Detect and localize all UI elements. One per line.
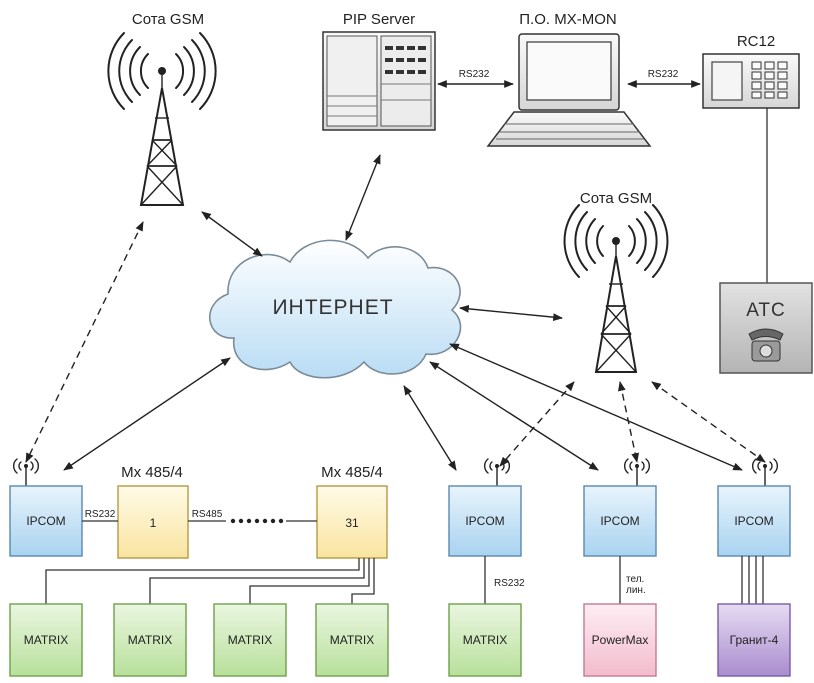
gsm-tower-icon-right [563, 204, 669, 373]
ipcom-box-1: IPCOM [9, 485, 83, 557]
matrix-box-3: MATRIX [213, 603, 287, 677]
mx-left-label: Mx 485/4 [121, 464, 183, 481]
mx-right-label: Mx 485/4 [321, 464, 383, 481]
granit-label: Гранит-4 [730, 633, 779, 647]
matrix-box-2: MATRIX [113, 603, 187, 677]
pip-server-label: PIP Server [343, 11, 415, 28]
antenna-icon-2 [484, 458, 510, 486]
matrix-label-4: MATRIX [330, 633, 374, 647]
mx-box-1: 1 [117, 485, 189, 559]
internet-label: ИНТЕРНЕТ [272, 296, 393, 319]
matrix-box-1: MATRIX [9, 603, 83, 677]
atc-box: АТС [719, 282, 813, 374]
mx-mon-label: П.О. MX-MON [519, 11, 616, 28]
ipcom-box-4: IPCOM [717, 485, 791, 557]
telephone-icon [748, 328, 784, 362]
cloud-icon: ИНТЕРНЕТ [209, 239, 462, 379]
control-panel-icon [702, 53, 800, 109]
mx-box-31-label: 31 [345, 516, 359, 530]
powermax-label: PowerMax [592, 633, 649, 647]
antenna-icon-3 [624, 458, 650, 486]
mx-box-1-label: 1 [150, 516, 157, 530]
ipcom-label-4: IPCOM [734, 514, 773, 528]
ipcom-box-3: IPCOM [583, 485, 657, 557]
matrix-box-4: MATRIX [315, 603, 389, 677]
ipcom-label-2: IPCOM [465, 514, 504, 528]
matrix-label-1: MATRIX [24, 633, 68, 647]
tel-line-label-1: тел. [626, 574, 644, 585]
matrix-label-5: MATRIX [463, 633, 507, 647]
rs485-link-label: RS485 [192, 509, 223, 520]
powermax-box: PowerMax [583, 603, 657, 677]
ipcom-label-1: IPCOM [26, 514, 65, 528]
continuation-dots [230, 518, 284, 524]
server-icon [322, 31, 436, 131]
tel-line-label-2: лин. [626, 585, 646, 596]
rs232-pip-label: RS232 [459, 69, 490, 80]
gsm-cell-right-label: Сота GSM [580, 190, 652, 207]
matrix-label-2: MATRIX [128, 633, 172, 647]
rs232-rc-label: RS232 [648, 69, 679, 80]
computer-icon [486, 33, 652, 147]
ipcom-label-3: IPCOM [600, 514, 639, 528]
granit-box: Гранит-4 [717, 603, 791, 677]
gsm-cell-left-label: Сота GSM [132, 11, 204, 28]
rc12-label: RC12 [737, 33, 775, 50]
matrix-label-3: MATRIX [228, 633, 272, 647]
mx-box-31: 31 [316, 485, 388, 559]
matrix-box-5: MATRIX [448, 603, 522, 677]
gsm-tower-icon-left [107, 32, 217, 206]
antenna-icon-4 [752, 458, 778, 486]
atc-label: АТС [746, 300, 786, 321]
rs232-matrix-label: RS232 [494, 578, 525, 589]
ipcom-box-2: IPCOM [448, 485, 522, 557]
rs232-link-label: RS232 [85, 509, 116, 520]
antenna-icon-1 [13, 458, 39, 486]
